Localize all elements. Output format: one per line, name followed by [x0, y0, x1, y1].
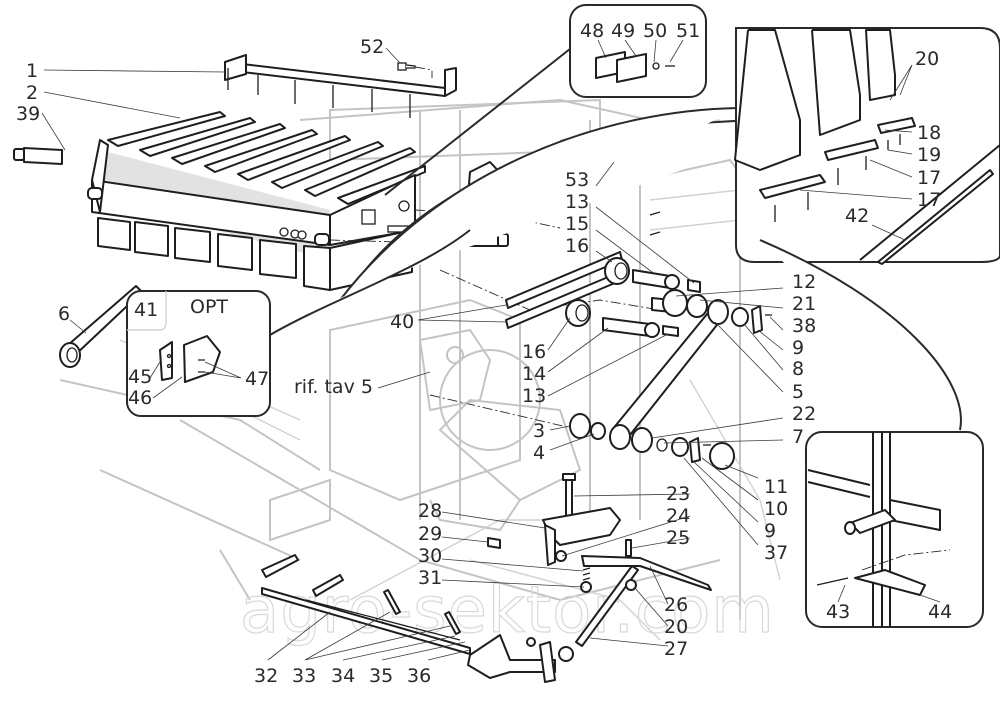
label-part-53: 53: [565, 169, 589, 191]
label-part-10: 10: [764, 498, 788, 520]
label-part-12: 12: [792, 271, 816, 293]
inset-plates: [384, 4, 707, 196]
label-part-20-top: 20: [915, 48, 939, 70]
label-part-22: 22: [792, 403, 816, 425]
label-part-13-low: 13: [522, 385, 546, 407]
label-part-50: 50: [643, 20, 667, 42]
label-part-47: 47: [245, 368, 269, 390]
leader-lines: [41, 39, 941, 661]
label-part-23: 23: [666, 483, 690, 505]
label-part-8: 8: [792, 358, 804, 380]
label-part-36: 36: [407, 665, 431, 687]
label-part-45: 45: [128, 366, 152, 388]
label-part-25: 25: [666, 527, 690, 549]
label-part-24: 24: [666, 505, 690, 527]
label-part-19: 19: [917, 144, 941, 166]
label-part-21: 21: [792, 293, 816, 315]
label-part-11: 11: [764, 476, 788, 498]
stripper-bar: [224, 54, 457, 118]
label-part-42: 42: [845, 205, 869, 227]
label-part-49: 49: [611, 20, 635, 42]
label-part-9-top: 9: [792, 337, 804, 359]
label-part-13-top: 13: [565, 191, 589, 213]
label-part-7: 7: [792, 426, 804, 448]
strips-40: [505, 211, 661, 329]
label-part-2: 2: [26, 82, 38, 104]
label-part-51: 51: [676, 20, 700, 42]
label-part-6: 6: [58, 303, 70, 325]
optional-tag: OPT: [190, 296, 228, 318]
bolt-52: [397, 62, 433, 78]
label-part-31: 31: [418, 567, 442, 589]
label-part-39: 39: [16, 103, 40, 125]
inset-latch: [759, 239, 984, 628]
label-part-37: 37: [764, 542, 788, 564]
label-part-27: 27: [664, 638, 688, 660]
inset-tine-mounts: [734, 27, 1000, 265]
label-part-26: 26: [664, 594, 688, 616]
label-part-41: 41: [134, 299, 158, 321]
label-part-18: 18: [917, 122, 941, 144]
label-part-32: 32: [254, 665, 278, 687]
label-part-44: 44: [928, 601, 952, 623]
label-part-17a: 17: [917, 167, 941, 189]
label-part-43: 43: [826, 601, 850, 623]
label-part-29: 29: [418, 523, 442, 545]
label-part-38: 38: [792, 315, 816, 337]
inset-optional: [126, 229, 471, 417]
label-part-9-low: 9: [764, 520, 776, 542]
label-part-16-low: 16: [522, 341, 546, 363]
label-part-1: 1: [26, 60, 38, 82]
label-part-4: 4: [533, 442, 545, 464]
label-part-16-top: 16: [565, 235, 589, 257]
reference-plate: [418, 328, 492, 412]
label-part-28: 28: [418, 500, 442, 522]
label-part-34: 34: [331, 665, 355, 687]
label-part-40: 40: [390, 311, 414, 333]
label-part-14: 14: [522, 363, 546, 385]
shaft-39: [13, 147, 63, 165]
label-part-35: 35: [369, 665, 393, 687]
label-part-46: 46: [128, 387, 152, 409]
label-part-48: 48: [580, 20, 604, 42]
part-labels: 1 2 39 52 48 49 50 51 20 18 19 17 17 42 …: [16, 20, 952, 687]
bracket-lever: [261, 473, 712, 683]
reference-note: rif. tav 5: [294, 376, 373, 398]
label-part-20-low: 20: [664, 616, 688, 638]
label-part-15: 15: [565, 213, 589, 235]
label-part-33: 33: [292, 665, 316, 687]
label-part-3: 3: [533, 420, 545, 442]
label-part-5: 5: [792, 381, 804, 403]
label-part-30: 30: [418, 545, 442, 567]
label-part-17b: 17: [917, 189, 941, 211]
label-part-52: 52: [360, 36, 384, 58]
